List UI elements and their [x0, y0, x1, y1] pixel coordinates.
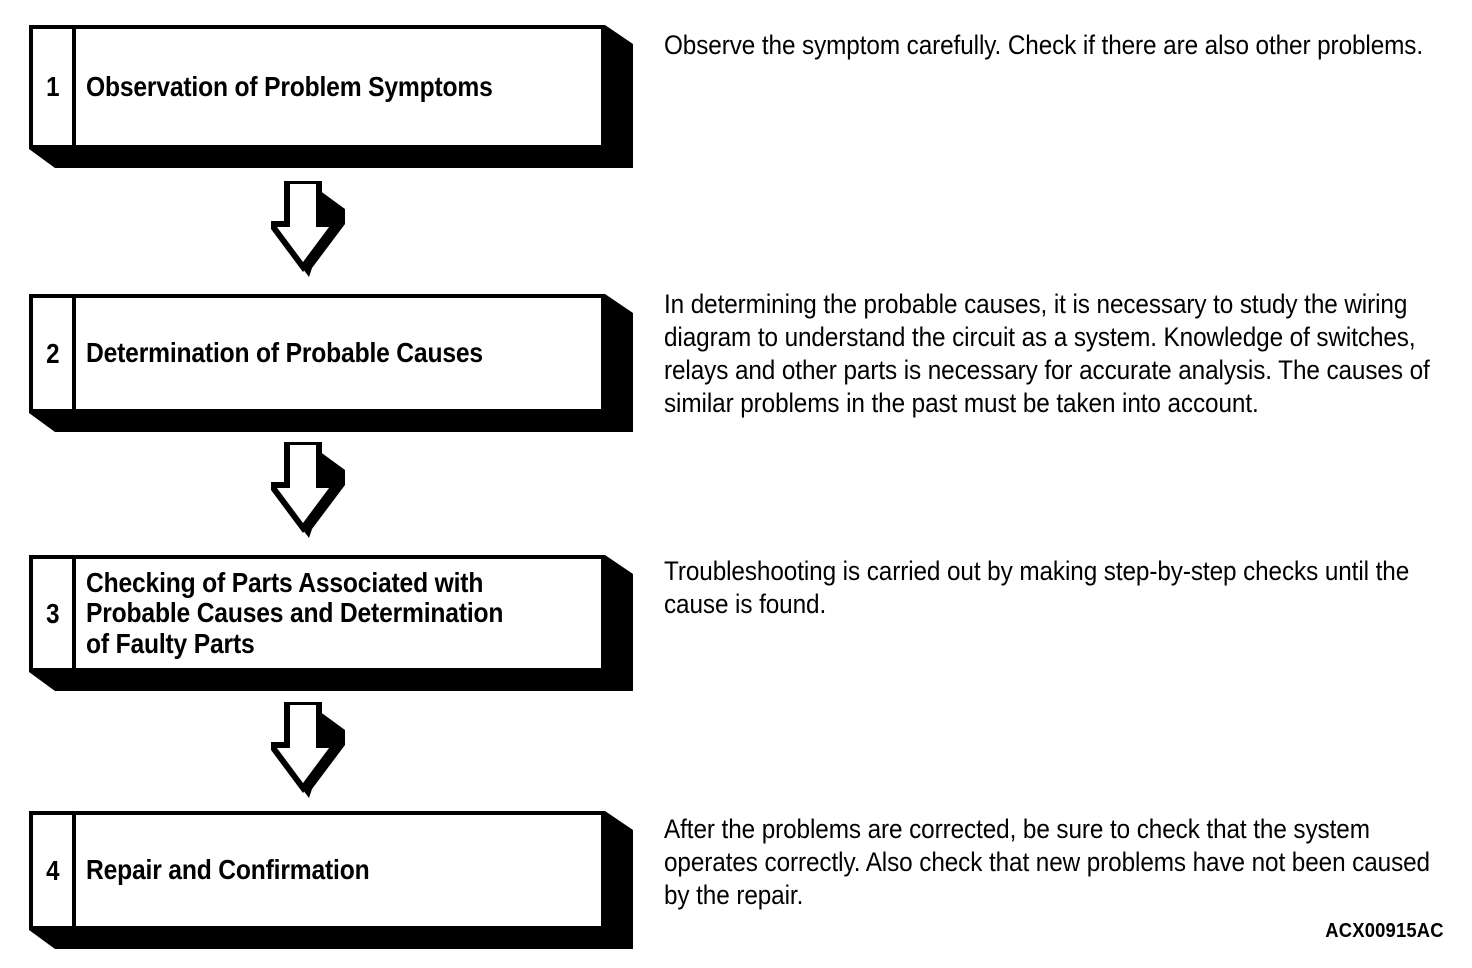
step-description-4: After the problems are corrected, be sur… [664, 814, 1430, 910]
step-title-4: Repair and Confirmation [86, 854, 370, 886]
step-box-wrapper-4: 4 Repair and Confirmation [29, 811, 633, 949]
down-arrow-icon [271, 442, 345, 538]
step-box-4[interactable]: 4 Repair and Confirmation [29, 811, 605, 930]
step-description-2: In determining the probable causes, it i… [664, 289, 1430, 418]
step-box-shadow-4 [29, 811, 633, 949]
down-arrow-icon [271, 181, 345, 277]
document-reference-code: ACX00915AC [1325, 920, 1444, 942]
arrow-step-1-to-2 [271, 181, 345, 277]
step-number-cell-1: 1 [33, 29, 76, 145]
step-box-wrapper-1: 1 Observation of Problem Symptoms [29, 25, 633, 168]
step-box-shadow-1 [29, 25, 633, 168]
step-title-2: Determination of Probable Causes [86, 337, 483, 369]
step-box-wrapper-3: 3 Checking of Parts Associated with Prob… [29, 555, 633, 691]
step-box-wrapper-2: 2 Determination of Probable Causes [29, 294, 633, 432]
step-title-cell-2: Determination of Probable Causes [76, 298, 601, 409]
step-number-cell-2: 2 [33, 298, 76, 409]
step-title-1: Observation of Problem Symptoms [86, 70, 493, 102]
step-box-2[interactable]: 2 Determination of Probable Causes [29, 294, 605, 413]
arrow-step-2-to-3 [271, 442, 345, 538]
step-number-1: 1 [45, 71, 60, 102]
step-number-cell-4: 4 [33, 815, 76, 926]
down-arrow-icon [271, 702, 345, 798]
step-title-cell-3: Checking of Parts Associated with Probab… [76, 559, 601, 668]
step-box-1[interactable]: 1 Observation of Problem Symptoms [29, 25, 605, 149]
step-number-4: 4 [45, 854, 60, 886]
step-number-3: 3 [45, 597, 60, 629]
step-box-shadow-3 [29, 555, 633, 691]
step-title-cell-4: Repair and Confirmation [76, 815, 601, 926]
step-box-shadow-2 [29, 294, 633, 432]
arrow-step-3-to-4 [271, 702, 345, 798]
step-description-1: Observe the symptom carefully. Check if … [664, 30, 1424, 60]
step-box-3[interactable]: 3 Checking of Parts Associated with Prob… [29, 555, 605, 672]
step-description-3: Troubleshooting is carried out by making… [664, 556, 1410, 619]
step-number-2: 2 [45, 337, 60, 369]
step-number-cell-3: 3 [33, 559, 76, 668]
step-title-3: Checking of Parts Associated with Probab… [86, 566, 504, 659]
step-title-cell-1: Observation of Problem Symptoms [76, 29, 601, 145]
